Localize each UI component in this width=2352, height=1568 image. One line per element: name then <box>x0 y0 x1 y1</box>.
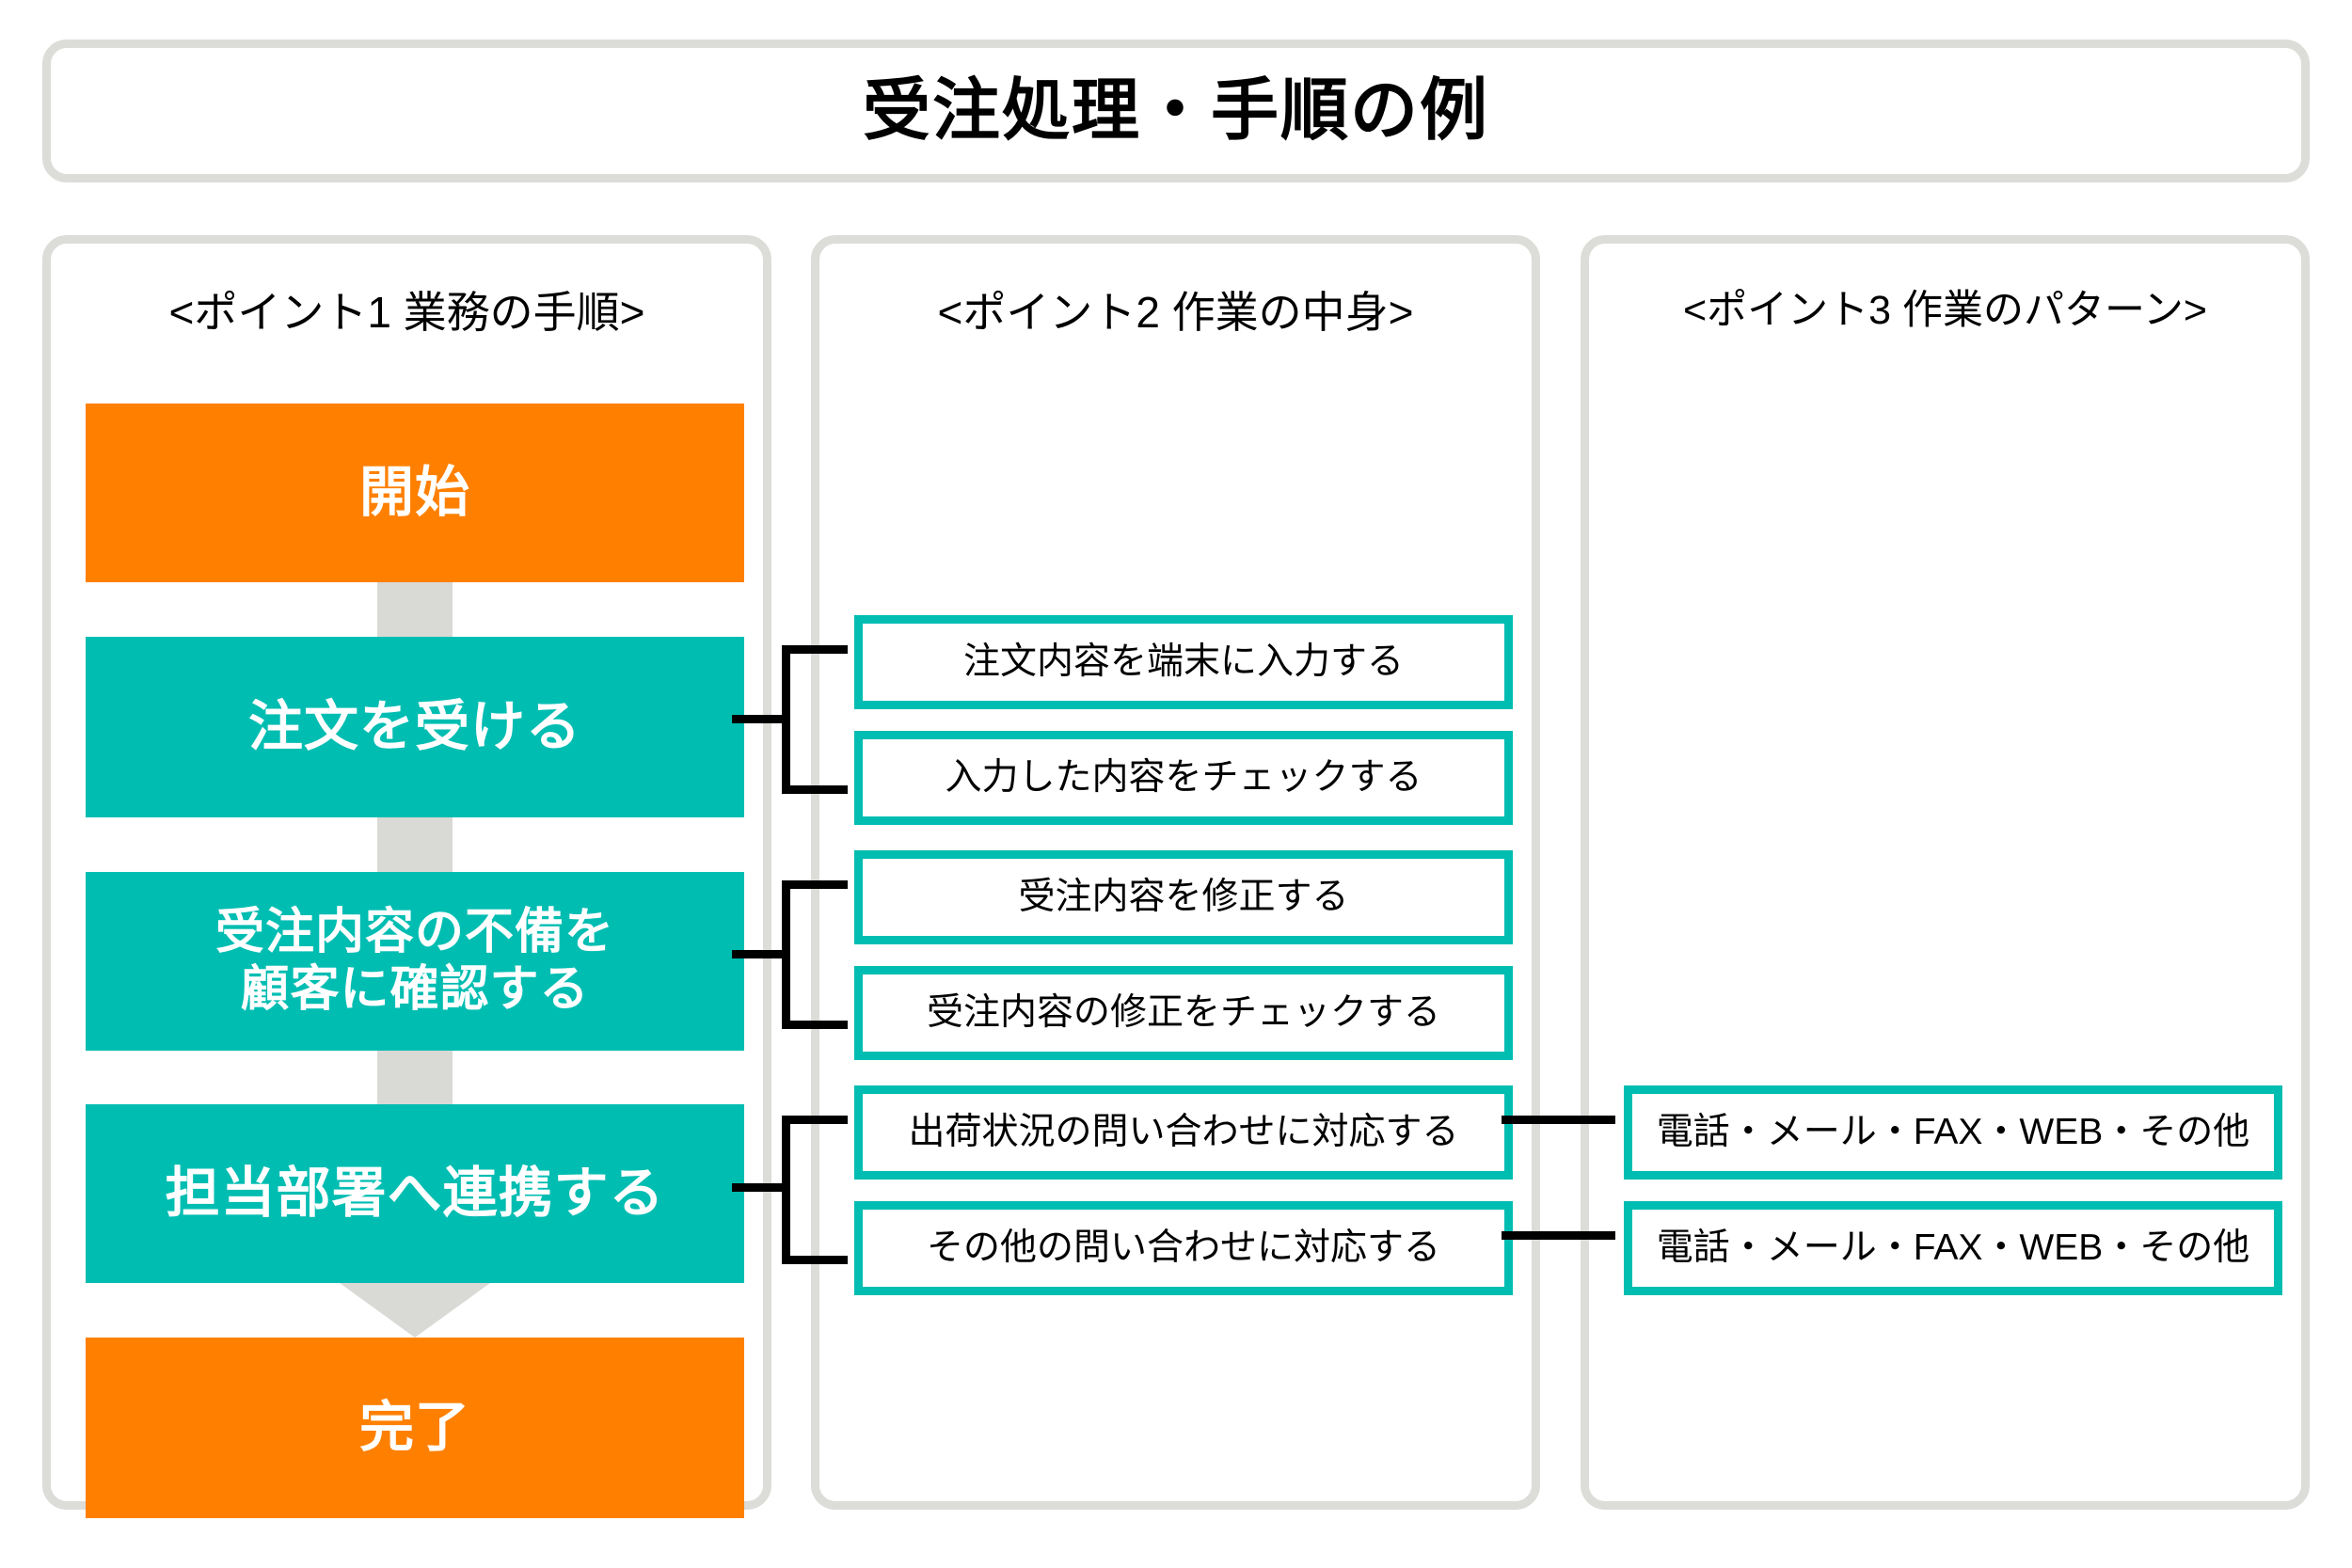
panel-point1: <ポイント1 業務の手順> 開始 注文を受ける 受注内容の不備を 顧客に確認する… <box>42 235 771 1518</box>
connector-receive-order-stub <box>732 715 790 723</box>
flow-step-receive-order[interactable]: 注文を受ける <box>86 637 744 817</box>
task-box-fix-order[interactable]: 受注内容を修正する <box>854 850 1513 944</box>
flow-arrow-shaft-2 <box>377 817 453 872</box>
title-banner: 受注処理・手順の例 <box>42 40 2310 182</box>
connector-shipping-to-pattern <box>1502 1116 1615 1124</box>
flow-arrow-shaft-1 <box>377 582 453 637</box>
flow-step-confirm-customer-line1: 受注内容の不備を <box>215 904 614 959</box>
connector-other-to-pattern <box>1502 1231 1615 1240</box>
task-box-shipping-inquiry[interactable]: 出荷状況の問い合わせに対応する <box>854 1085 1513 1180</box>
task-box-check-input[interactable]: 入力した内容をチェックする <box>854 731 1513 825</box>
task-box-input-order[interactable]: 注文内容を端末に入力する <box>854 615 1513 709</box>
connector-handoff-stub <box>732 1183 790 1192</box>
panel-point1-header: <ポイント1 業務の手順> <box>168 288 645 337</box>
flow-step-confirm-customer[interactable]: 受注内容の不備を 顧客に確認する <box>86 872 744 1051</box>
panel-point2: <ポイント2 作業の中身> 注文内容を端末に入力する 入力した内容をチェックする… <box>811 235 1540 1510</box>
flow-step-start[interactable]: 開始 <box>86 404 744 582</box>
connector-receive-order-to-input <box>782 645 848 654</box>
task-box-other-inquiry[interactable]: その他の問い合わせに対応する <box>854 1201 1513 1295</box>
panel-point3-header: <ポイント3 作業のパターン> <box>1683 288 2207 333</box>
flow-step-complete[interactable]: 完了 <box>86 1338 744 1518</box>
connector-confirm-to-checkfix <box>782 1021 848 1029</box>
connector-handoff-vertical <box>782 1116 790 1264</box>
panel-point2-header: <ポイント2 作業の中身> <box>937 288 1414 337</box>
connector-confirm-stub <box>732 950 790 958</box>
pattern-box-shipping[interactable]: 電話・メール・FAX・WEB・その他 <box>1624 1085 2282 1180</box>
flow-step-handoff-department[interactable]: 担当部署へ連携する <box>86 1104 744 1283</box>
pattern-box-other[interactable]: 電話・メール・FAX・WEB・その他 <box>1624 1201 2282 1295</box>
connector-handoff-to-shipping <box>782 1116 848 1124</box>
connector-confirm-vertical <box>782 880 790 1029</box>
connector-receive-order-vertical <box>782 645 790 794</box>
flow-arrow-shaft-3 <box>377 1051 453 1104</box>
connector-confirm-to-fix <box>782 880 848 889</box>
down-arrow-icon <box>340 1283 490 1338</box>
panel-point3: <ポイント3 作業のパターン> 電話・メール・FAX・WEB・その他 電話・メー… <box>1581 235 2310 1510</box>
flow-step-confirm-customer-line2: 顧客に確認する <box>240 962 590 1017</box>
connector-handoff-to-other <box>782 1256 848 1264</box>
task-box-check-fix[interactable]: 受注内容の修正をチェックする <box>854 966 1513 1060</box>
page-title: 受注処理・手順の例 <box>862 73 1489 149</box>
connector-receive-order-to-check <box>782 785 848 794</box>
